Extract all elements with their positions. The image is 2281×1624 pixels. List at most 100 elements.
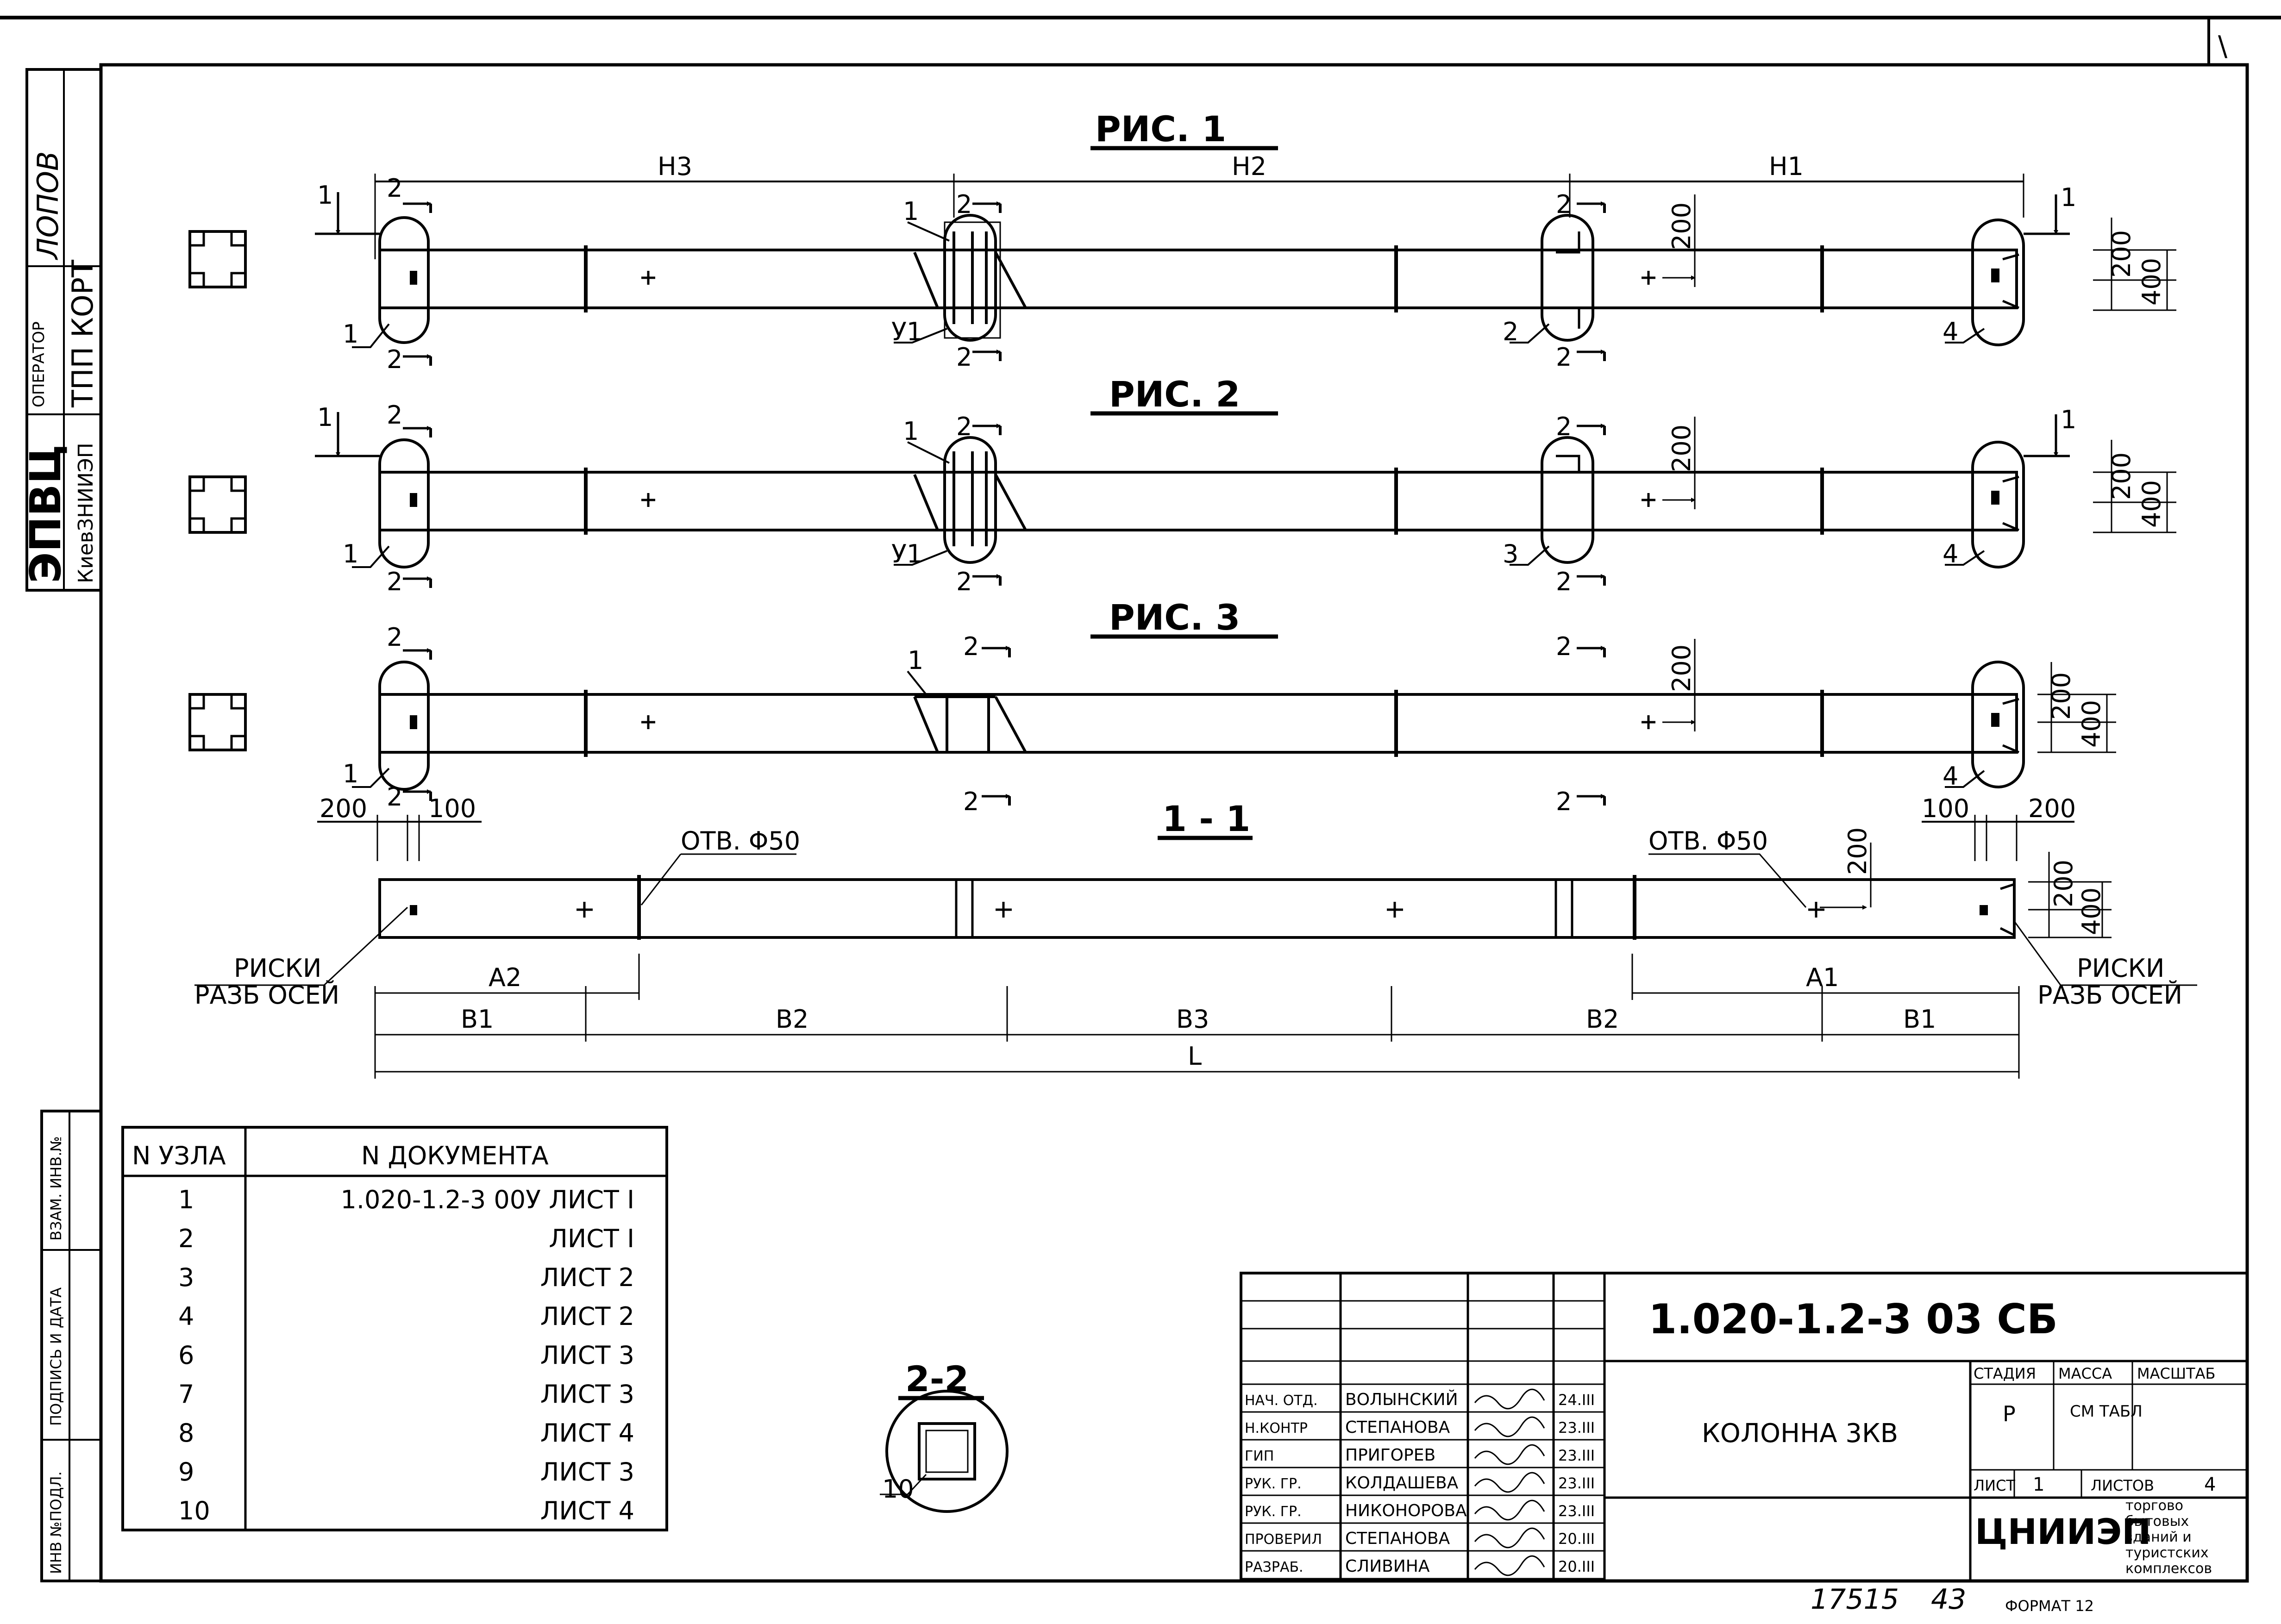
node-table: N УЗЛА N ДОКУМЕНТА 1 1.020-1.2-3 00У ЛИСТ… (121, 1126, 668, 1531)
svg-text:2: 2 (1556, 567, 1572, 596)
sheets-total: 4 (2204, 1474, 2216, 1495)
svg-text:2: 2 (1556, 343, 1572, 372)
node-document: ЛИСТ 2 (540, 1263, 634, 1292)
svg-text:2: 2 (956, 343, 972, 372)
svg-text:ЛИСТ: ЛИСТ (1974, 1477, 2015, 1494)
svg-text:2: 2 (387, 567, 402, 596)
svg-text:400: 400 (2077, 700, 2106, 748)
signature-mark (1474, 1555, 1545, 1576)
figure-2: РИС. 2 2 2 1 1 2 2 2 2 (190, 374, 2176, 596)
svg-text:1: 1 (2061, 405, 2076, 434)
figure-3: РИС. 3 2 2 2 2 2 2 1 1 4 200 20 (190, 597, 2116, 816)
signer-date: 23.III (1558, 1447, 1595, 1464)
svg-text:ЛИСТОВ: ЛИСТОВ (2091, 1477, 2154, 1494)
svg-text:10: 10 (882, 1474, 914, 1504)
node-document: 1.020-1.2-3 00У ЛИСТ I (340, 1185, 634, 1214)
signer-name: НИКОНОРОВА (1345, 1501, 1467, 1520)
signer-name: СЛИВИНА (1345, 1557, 1430, 1576)
org-description-line: бытовых (2125, 1513, 2189, 1530)
svg-text:L: L (1188, 1042, 1202, 1071)
svg-text:200: 200 (1667, 202, 1696, 250)
svg-text:ОТВ. Φ50: ОТВ. Φ50 (681, 826, 800, 856)
node-document: ЛИСТ 4 (540, 1418, 634, 1448)
signer-role: ПРОВЕРИЛ (1245, 1531, 1322, 1548)
signer-date: 20.III (1558, 1530, 1595, 1548)
span-h3: Н3 (658, 152, 692, 181)
signature-mark (1474, 1416, 1545, 1437)
left-stamp: ЛОПОВ ОПЕРАТОР ТПП КОРТ ЭПВЦ КиевЗНИИЭП (21, 68, 102, 592)
column-section-icon (190, 477, 245, 532)
svg-text:В3: В3 (1176, 1005, 1209, 1034)
signature-mark (1474, 1499, 1545, 1521)
svg-text:В1: В1 (461, 1005, 494, 1034)
org-name: ЦНИИЭП (1975, 1511, 2151, 1552)
svg-text:100: 100 (1922, 794, 1969, 823)
svg-text:2: 2 (956, 567, 972, 596)
node-number: 1 (178, 1185, 194, 1214)
svg-text:200: 200 (1667, 644, 1696, 692)
stamp-author: ЛОПОВ (31, 151, 65, 260)
node-table-header-node: N УЗЛА (132, 1141, 226, 1170)
signer-name: КОЛДАШЕВА (1345, 1474, 1459, 1493)
figure-1-title: РИС. 1 (1095, 108, 1226, 150)
svg-text:2: 2 (1556, 632, 1572, 661)
figure-2-title: РИС. 2 (1109, 374, 1240, 415)
signer-role: РУК. ГР. (1245, 1504, 1302, 1520)
svg-text:1: 1 (343, 319, 358, 349)
node-number: 3 (178, 1263, 194, 1292)
svg-text:В1: В1 (1903, 1005, 1936, 1034)
node-number: 7 (178, 1380, 194, 1409)
signer-name: СТЕПАНОВА (1345, 1418, 1450, 1437)
svg-text:200: 200 (2107, 230, 2136, 278)
svg-text:У1: У1 (891, 539, 922, 568)
doc-code: 1.020-1.2-3 03 СБ (1648, 1295, 2058, 1343)
node-table-header-doc: N ДОКУМЕНТА (361, 1141, 549, 1170)
signer-date: 20.III (1558, 1558, 1595, 1575)
stamp-org-sub: КиевЗНИИЭП (74, 443, 98, 583)
svg-text:МАСШТАБ: МАСШТАБ (2137, 1365, 2215, 1382)
signature-mark (1474, 1388, 1545, 1410)
drawing-frame (99, 63, 2249, 1583)
signer-role: НАЧ. ОТД. (1245, 1393, 1318, 1409)
signer-date: 23.III (1558, 1419, 1595, 1437)
svg-text:4: 4 (1943, 539, 1958, 568)
svg-text:1: 1 (2061, 183, 2076, 212)
node-document: ЛИСТ 2 (540, 1302, 634, 1331)
svg-text:2: 2 (963, 632, 979, 661)
footer: 17515 43 ФОРМАТ 12 (1811, 1583, 2094, 1616)
column-section-icon (190, 231, 245, 287)
svg-text:2: 2 (387, 345, 402, 374)
archive-number: 17515 (1811, 1583, 1899, 1616)
section-1-1-title: 1 - 1 (1162, 798, 1250, 839)
org-description-line: комплексов (2125, 1561, 2212, 1577)
svg-text:1: 1 (908, 646, 923, 675)
svg-text:200: 200 (2107, 452, 2136, 500)
node-number: 2 (178, 1224, 194, 1253)
node-number: 10 (178, 1496, 210, 1525)
svg-text:1: 1 (343, 759, 358, 788)
svg-text:2: 2 (1556, 787, 1572, 816)
svg-text:У1: У1 (891, 317, 922, 346)
svg-text:200: 200 (2049, 860, 2078, 907)
svg-text:1: 1 (903, 197, 919, 226)
svg-text:2: 2 (1556, 412, 1572, 441)
signer-date: 23.III (1558, 1502, 1595, 1520)
svg-text:1: 1 (317, 403, 333, 432)
svg-text:200: 200 (1843, 827, 1872, 875)
node-document: ЛИСТ I (549, 1224, 634, 1253)
signer-date: 23.III (1558, 1474, 1595, 1492)
svg-text:2: 2 (1503, 317, 1518, 346)
figure-3-title: РИС. 3 (1109, 597, 1240, 638)
svg-text:2: 2 (1556, 190, 1572, 219)
span-h2: Н2 (1232, 152, 1266, 181)
sheet-number: 1 (2033, 1474, 2044, 1495)
signer-role: РАЗРАБ. (1245, 1559, 1303, 1575)
svg-text:3: 3 (1503, 539, 1518, 568)
stamp-org: ЭПВЦ (21, 444, 70, 583)
signer-date: 24.III (1558, 1391, 1595, 1409)
node-number: 8 (178, 1418, 194, 1448)
doc-stage: Р (2003, 1401, 2016, 1426)
